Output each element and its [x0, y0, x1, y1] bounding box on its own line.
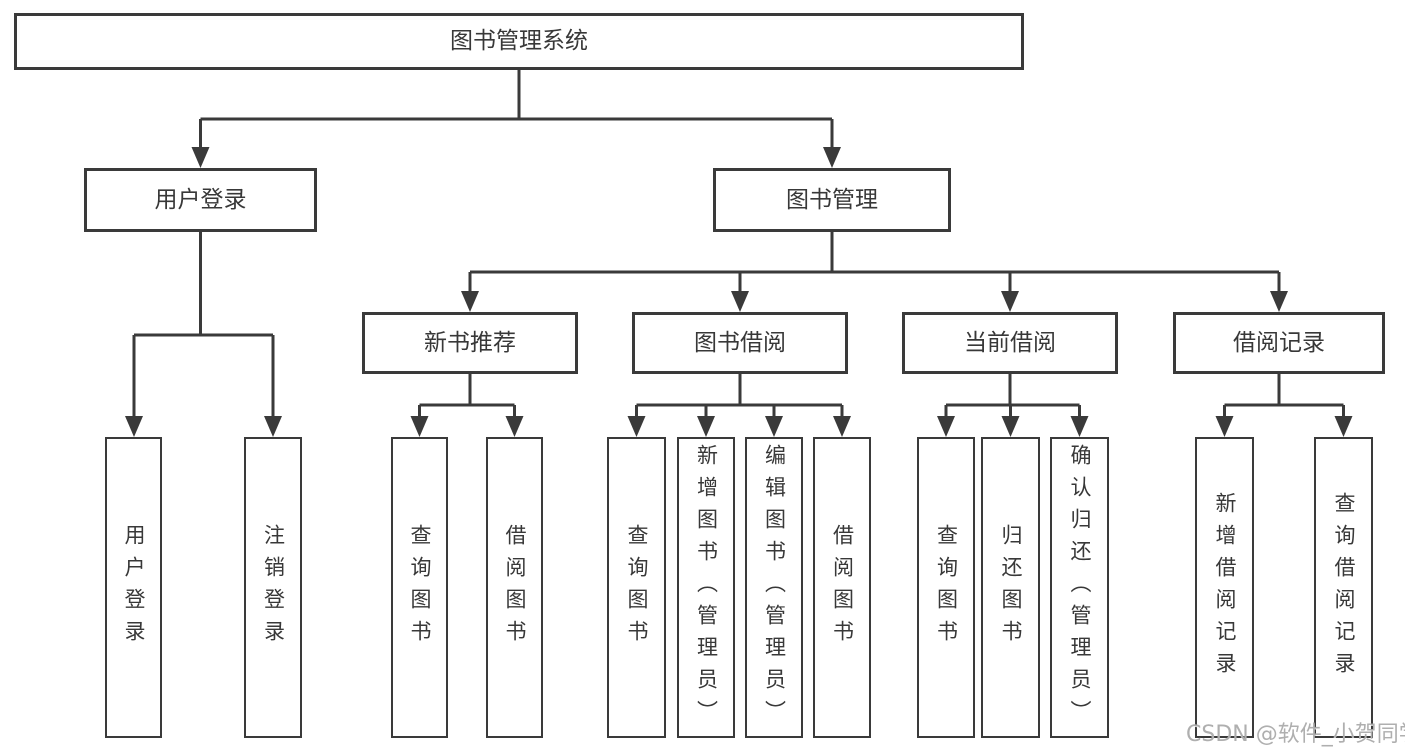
- connector-book-borrow-children: [627, 374, 851, 437]
- leaf-return-books: 归还图书: [981, 437, 1040, 738]
- node-label: 图书借阅: [694, 329, 786, 356]
- node-label: 新书推荐: [424, 329, 516, 356]
- leaf-add-books-admin: 新增图书（管理员）: [677, 437, 735, 738]
- node-label: 用户登录: [122, 523, 146, 652]
- node-book-management: 图书管理: [713, 168, 951, 232]
- node-current-borrow: 当前借阅: [902, 312, 1118, 374]
- node-label: 新增借阅记录: [1213, 491, 1237, 684]
- node-label: 查询图书: [625, 523, 649, 652]
- connector-root-to-level1: [191, 70, 841, 168]
- node-label: 当前借阅: [964, 329, 1056, 356]
- leaf-confirm-return-admin: 确认归还（管理员）: [1050, 437, 1109, 738]
- node-label: 借阅图书: [503, 523, 527, 652]
- connector-current-borrow-children: [937, 374, 1089, 437]
- node-label: 借阅图书: [830, 523, 855, 652]
- leaf-user-login: 用户登录: [105, 437, 162, 738]
- connector-book-management-children: [461, 232, 1288, 312]
- node-label: 借阅记录: [1233, 329, 1325, 356]
- node-label: 用户登录: [154, 186, 247, 213]
- leaf-query-borrow-record: 查询借阅记录: [1314, 437, 1373, 738]
- csdn-watermark: CSDN @软件_小贺同学: [1186, 722, 1405, 747]
- node-borrow-records: 借阅记录: [1173, 312, 1385, 374]
- node-new-book-recommend: 新书推荐: [362, 312, 578, 374]
- leaf-query-books-borrow: 查询图书: [607, 437, 666, 738]
- leaf-edit-books-admin: 编辑图书（管理员）: [745, 437, 803, 738]
- connector-borrow-records-children: [1215, 374, 1353, 437]
- node-label: 查询图书: [934, 523, 959, 652]
- node-label: 查询借阅记录: [1332, 491, 1356, 684]
- leaf-add-borrow-record: 新增借阅记录: [1195, 437, 1254, 738]
- node-label: 确认归还（管理员）: [1068, 443, 1092, 732]
- node-label: 图书管理系统: [450, 28, 588, 54]
- node-label: 注销登录: [261, 523, 286, 652]
- node-label: 归还图书: [999, 523, 1023, 652]
- node-book-borrow: 图书借阅: [632, 312, 848, 374]
- node-label: 新增图书（管理员）: [694, 443, 719, 732]
- leaf-query-books-recommend: 查询图书: [391, 437, 448, 738]
- leaf-borrow-books-recommend: 借阅图书: [486, 437, 543, 738]
- leaf-logout: 注销登录: [244, 437, 302, 738]
- node-label: 编辑图书（管理员）: [762, 443, 787, 732]
- node-label: 查询图书: [408, 523, 432, 652]
- leaf-query-books-current: 查询图书: [917, 437, 975, 738]
- connector-user-login-children: [125, 232, 282, 437]
- node-root-library-system: 图书管理系统: [14, 13, 1024, 70]
- node-label: 图书管理: [786, 186, 878, 213]
- leaf-borrow-books: 借阅图书: [813, 437, 871, 738]
- connector-new-book-recommend-children: [410, 374, 524, 437]
- node-user-login: 用户登录: [84, 168, 317, 232]
